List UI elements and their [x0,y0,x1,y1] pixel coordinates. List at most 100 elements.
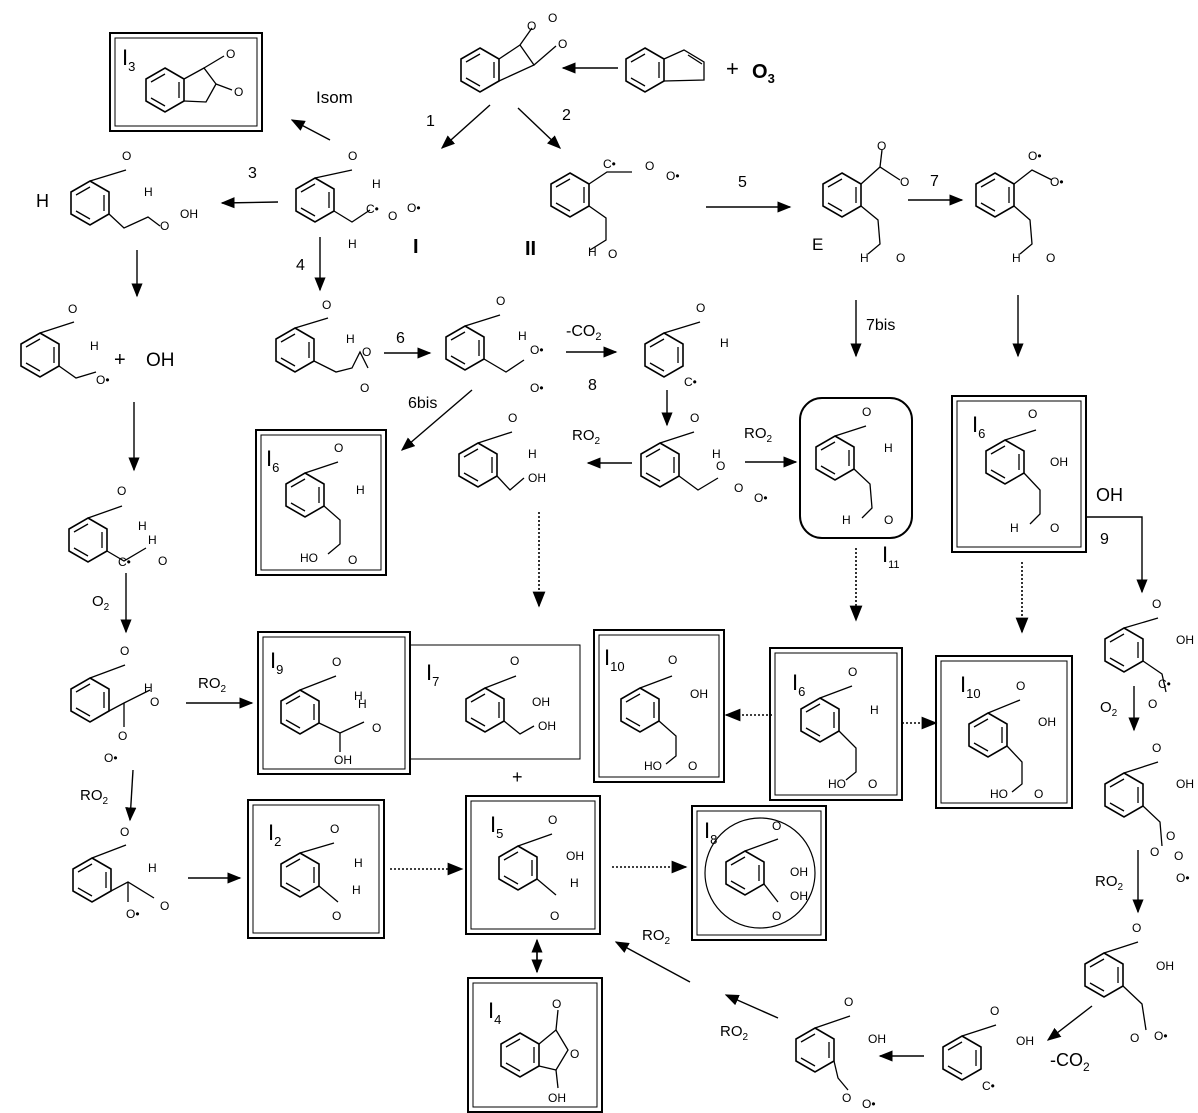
svg-text:O: O [158,554,167,568]
indene-structure [625,47,705,93]
arrow-step-2 [517,107,562,149]
svg-text:O: O [226,47,235,61]
svg-text:H: H [528,447,537,461]
arrow-isom [290,119,331,141]
peroxy-bottom-structure: O OH O O• [795,995,886,1111]
svg-text:H: H [842,513,851,527]
benzyl-radical-structure: O H C• [644,301,729,389]
E-label: E [812,235,823,254]
svg-text:O: O [1132,921,1141,935]
svg-text:O•: O• [1154,1029,1168,1043]
box-I9: I9 O H H O OH [257,631,411,775]
svg-text:O: O [1028,407,1037,421]
svg-text:O: O [120,644,129,658]
svg-text:OH: OH [1156,959,1174,973]
svg-text:O: O [160,899,169,913]
dioxirane-left-structure: O H O O [275,298,371,395]
alkyl-radical-structure: O H C• H O [68,484,167,569]
svg-text:H: H [144,185,153,199]
svg-text:O: O [772,909,781,923]
box-I6-center: I6 O H HO O [769,647,903,801]
acylperoxy-right-structure: O OH O O O O• [1104,741,1194,885]
svg-text:H: H [588,245,597,259]
svg-text:OH: OH [790,865,808,879]
svg-text:H: H [1010,521,1019,535]
svg-text:OH: OH [1016,1034,1034,1048]
svg-text:OH: OH [548,1091,566,1105]
svg-text:H: H [870,703,879,717]
svg-text:O•: O• [666,169,680,183]
svg-text:O: O [68,302,77,316]
box-I6-right: I6 O OH H O [951,395,1087,553]
step-2-label: 2 [562,107,571,124]
step-9-label: 9 [1100,531,1109,548]
svg-text:O: O [117,484,126,498]
box-I6-left: I6 O H HO O [255,429,387,576]
svg-text:H: H [860,251,869,265]
hydroxymethyl-benzaldehyde-structure: O H OH [458,411,546,491]
bisoxy-radical-structure: O• O• H O [975,149,1064,265]
svg-text:H: H [372,177,381,191]
svg-text:O: O [844,995,853,1009]
svg-text:O: O [548,813,557,827]
svg-text:OH: OH [868,1032,886,1046]
ozone-label: O3 [752,61,775,86]
svg-text:H: H [358,697,367,711]
svg-text:O: O [848,665,857,679]
arrow-step-3 [220,197,279,209]
arrow-step-6bis [400,389,473,451]
svg-text:O: O [1152,597,1161,611]
RO2-label-3: RO2 [572,427,601,447]
benzyl-radical-bottom-structure: O OH C• [942,1004,1034,1093]
svg-text:I6: I6 [972,412,985,441]
peroxy-radical-center-structure: O H O O O• [640,411,768,505]
svg-text:O: O [716,459,725,473]
O2-label-right: O2 [1100,699,1118,719]
svg-text:C•: C• [1158,677,1171,691]
OH-label-right: OH [1096,485,1123,505]
svg-text:C•: C• [366,202,379,216]
arrow-step-9 [1086,516,1148,594]
svg-text:O: O [1130,1031,1139,1045]
svg-text:O: O [608,247,617,261]
svg-text:OH: OH [1038,715,1056,729]
svg-text:O•: O• [104,751,118,765]
svg-text:OH: OH [532,695,550,709]
svg-text:O: O [1050,521,1059,535]
svg-text:O•: O• [862,1097,876,1111]
svg-text:C•: C• [982,1079,995,1093]
svg-text:O: O [118,729,127,743]
box-I5: I5 O OH H O [465,795,601,935]
acyloxy-right-structure: O OH O O• [1084,921,1174,1045]
svg-text:I10: I10 [604,645,625,674]
svg-text:I9: I9 [270,648,283,677]
O2-label-left: O2 [92,593,110,613]
step-5-label: 5 [738,174,747,191]
svg-text:O: O [842,1091,851,1105]
svg-text:I8: I8 [704,818,717,847]
svg-text:OH: OH [690,687,708,701]
svg-text:O•: O• [126,907,140,921]
alkoxy-radical-left-structure: O H O O• [72,825,169,921]
svg-text:H: H [348,237,357,251]
svg-text:HO: HO [990,787,1008,801]
vinyl-hydroperoxide-structure: O H O OH [70,149,198,233]
box-I3: I3 O O [109,32,263,132]
svg-text:O: O [696,301,705,315]
svg-text:O: O [527,19,536,33]
svg-text:I6: I6 [792,670,805,699]
svg-text:H: H [884,441,893,455]
svg-text:I6: I6 [266,446,279,475]
RO2-label-7: RO2 [642,927,671,947]
step-6bis-label: 6bis [408,395,437,412]
svg-text:O: O [548,11,557,25]
vinoxy-radical-structure: O H O• [20,302,110,387]
svg-text:O•: O• [407,201,421,215]
svg-text:O: O [362,345,371,359]
step-6-label: 6 [396,330,405,347]
svg-text:OH: OH [790,889,808,903]
isom-label: Isom [316,88,353,107]
svg-text:O: O [1016,679,1025,693]
svg-text:I5: I5 [490,812,503,841]
svg-text:O: O [332,655,341,669]
